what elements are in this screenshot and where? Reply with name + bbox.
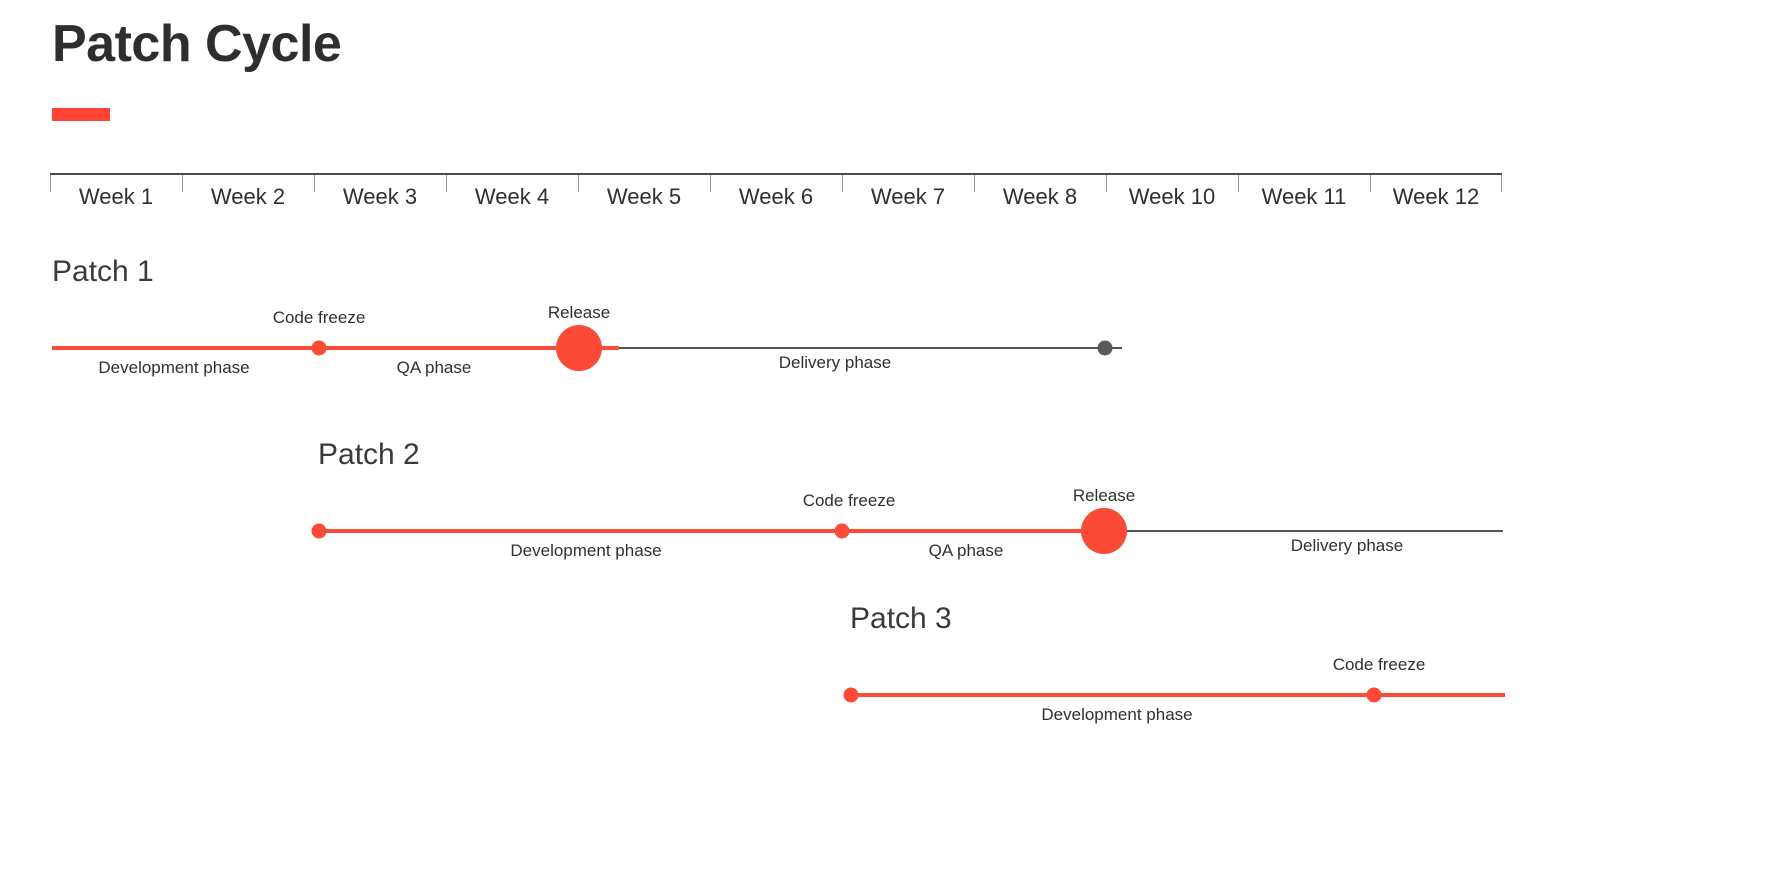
week-column[interactable]: Week 11 <box>1238 175 1370 223</box>
qa-phase-segment <box>359 346 619 350</box>
qa-phase-label: QA phase <box>928 541 1004 560</box>
qa-phase-label: QA phase <box>396 358 472 377</box>
development-phase-segment <box>318 529 842 533</box>
patch-title: Patch 1 <box>52 255 154 288</box>
delivery-end-marker[interactable] <box>1097 340 1113 356</box>
delivery-phase-label: Delivery phase <box>1290 536 1404 555</box>
week-axis: Week 1 Week 2 Week 3 Week 4 Week 5 Week … <box>50 173 1502 223</box>
code-freeze-label: Code freeze <box>802 491 896 510</box>
week-label: Week 2 <box>210 184 286 209</box>
code-freeze-marker[interactable] <box>834 523 850 539</box>
week-column[interactable]: Week 3 <box>314 175 446 223</box>
release-marker[interactable] <box>556 325 602 371</box>
week-label: Week 5 <box>606 184 682 209</box>
delivery-phase-segment <box>1104 530 1503 532</box>
week-column[interactable]: Week 6 <box>710 175 842 223</box>
development-phase-segment <box>850 693 1505 697</box>
week-column[interactable]: Week 4 <box>446 175 578 223</box>
page-title: Patch Cycle <box>52 15 342 73</box>
week-column[interactable]: Week 1 <box>50 175 182 223</box>
week-column[interactable]: Week 7 <box>842 175 974 223</box>
delivery-phase-segment <box>619 347 1122 349</box>
release-marker[interactable] <box>1081 508 1127 554</box>
code-freeze-marker[interactable] <box>1366 687 1382 703</box>
week-column[interactable]: Week 2 <box>182 175 314 223</box>
title-accent-bar <box>52 108 110 121</box>
week-label: Week 3 <box>342 184 418 209</box>
week-column[interactable]: Week 10 <box>1106 175 1238 223</box>
delivery-phase-label: Delivery phase <box>778 353 892 372</box>
week-column[interactable]: Week 5 <box>578 175 710 223</box>
patch-row: Patch 3 Code freeze Development phase <box>0 602 1769 732</box>
patch-track: Code freeze Release Development phase QA… <box>52 303 1122 377</box>
patch-start-marker[interactable] <box>311 523 327 539</box>
week-label: Week 6 <box>738 184 814 209</box>
week-column[interactable]: Week 8 <box>974 175 1106 223</box>
week-label: Week 7 <box>870 184 946 209</box>
patch-row: Patch 2 Code freeze Release Development … <box>0 438 1769 568</box>
code-freeze-label: Code freeze <box>272 308 366 327</box>
week-label: Week 10 <box>1128 184 1216 209</box>
week-label: Week 8 <box>1002 184 1078 209</box>
patch-start-marker[interactable] <box>843 687 859 703</box>
release-label: Release <box>547 303 611 322</box>
development-phase-label: Development phase <box>510 541 662 560</box>
patch-track: Code freeze Development phase <box>843 655 1505 724</box>
week-label: Week 12 <box>1392 184 1480 209</box>
week-column[interactable]: Week 12 <box>1370 175 1502 223</box>
release-label: Release <box>1072 486 1136 505</box>
code-freeze-marker[interactable] <box>311 340 327 356</box>
week-label: Week 11 <box>1261 184 1347 209</box>
week-label: Week 1 <box>78 184 154 209</box>
patch-title: Patch 3 <box>850 602 952 635</box>
qa-phase-segment <box>842 529 1104 533</box>
development-phase-label: Development phase <box>98 358 250 377</box>
week-label: Week 4 <box>474 184 550 209</box>
development-phase-segment <box>52 346 359 350</box>
patch-title: Patch 2 <box>318 438 420 471</box>
development-phase-label: Development phase <box>1041 705 1193 724</box>
code-freeze-label: Code freeze <box>1332 655 1426 674</box>
patch-track: Code freeze Release Development phase QA… <box>311 486 1503 560</box>
patch-row: Patch 1 Code freeze Release Development … <box>0 255 1769 385</box>
